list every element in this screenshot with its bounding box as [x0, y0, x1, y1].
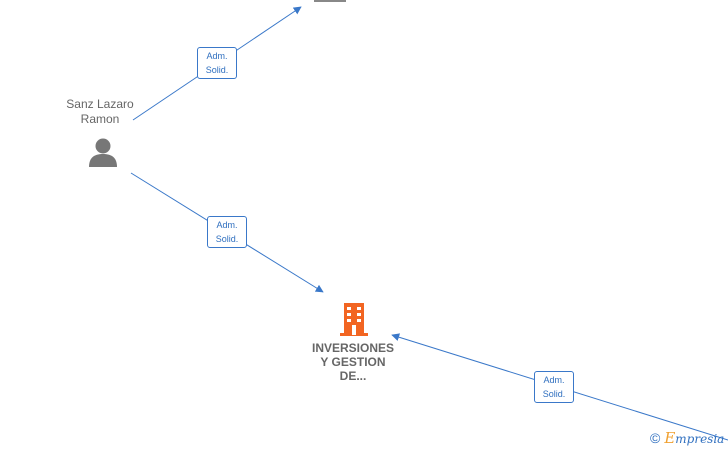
- empresia-watermark: ©Empresia: [650, 429, 724, 449]
- edge-label-role: Adm.: [216, 220, 238, 230]
- company-name-line2: Y GESTION: [320, 355, 386, 369]
- building-icon[interactable]: [338, 301, 370, 337]
- edge-label-role: Adm.: [206, 51, 228, 61]
- edge-label-type: Solid.: [205, 65, 229, 75]
- company-name-line3: DE...: [339, 369, 367, 383]
- person-icon[interactable]: [87, 137, 119, 167]
- edge-label-role: Adm.: [543, 375, 565, 385]
- edge-label-type: Solid.: [215, 234, 239, 244]
- edge-label-type: Solid.: [542, 389, 566, 399]
- company-name-line1: INVERSIONES: [311, 341, 395, 355]
- company-name[interactable]: INVERSIONES Y GESTION DE...: [298, 341, 408, 383]
- copyright-symbol: ©: [650, 430, 661, 446]
- person-name[interactable]: Sanz Lazaro Ramon: [50, 97, 150, 127]
- person-name-line1: Sanz Lazaro: [66, 97, 134, 111]
- brand-initial: E: [664, 429, 676, 447]
- edge-label-middle[interactable]: Adm. Solid.: [207, 216, 247, 248]
- person-name-line2: Ramon: [80, 112, 120, 126]
- edge-label-top[interactable]: Adm. Solid.: [197, 47, 237, 79]
- edge-label-right[interactable]: Adm. Solid.: [534, 371, 574, 403]
- brand-name: mpresia: [675, 432, 725, 446]
- offscreen-node-icon[interactable]: [314, 0, 346, 2]
